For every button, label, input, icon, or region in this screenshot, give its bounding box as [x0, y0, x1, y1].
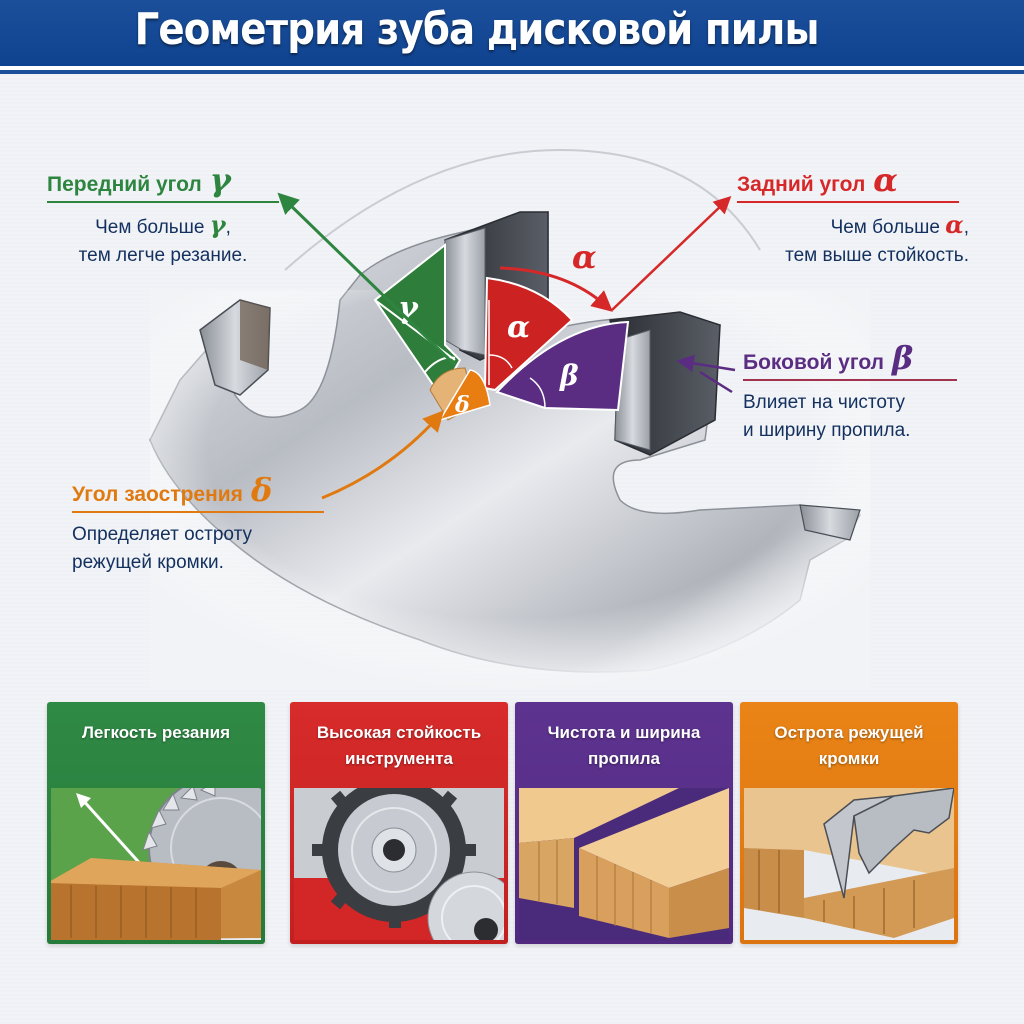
rake-angle-wedge — [373, 242, 462, 397]
card-ease-of-cutting: Легкость резания — [47, 702, 265, 944]
rake-underline — [47, 201, 279, 203]
saw-tooth-diagram: γ α β δ α — [149, 148, 870, 690]
card-tool-durability: Высокая стойкость инструмента — [290, 702, 508, 944]
side-angle-title: Боковой угол — [743, 351, 884, 374]
header-divider-blue — [0, 70, 1024, 74]
card-edge-sharpness: Острота режущей кромки — [740, 702, 958, 944]
card-kerf-quality: Чистота и ширина пропила — [515, 702, 733, 944]
side-underline — [743, 379, 957, 381]
rake-arrow — [277, 192, 457, 367]
gamma-symbol: γ — [209, 161, 231, 199]
beta-symbol: β — [891, 339, 914, 377]
side-arrow — [676, 354, 736, 373]
saw-cutting-wood-illustration — [51, 788, 261, 940]
wedge-angle-description: Определяет остроту режущей кромки. — [72, 524, 252, 573]
clearance-angle-title: Задний угол — [737, 173, 866, 196]
clearance-arc-arrow — [499, 266, 613, 312]
page-title: Геометрия зуба дисковой пилы — [134, 4, 820, 55]
split-board-illustration — [519, 788, 729, 940]
header-divider — [0, 66, 1024, 70]
side-angle-description: Влияет на чистоту и ширину пропила. — [743, 392, 911, 441]
tooth-in-wood-illustration — [744, 788, 954, 940]
gears-illustration — [294, 788, 504, 940]
wedge-underline — [72, 511, 324, 513]
delta-label: δ — [454, 392, 470, 418]
rake-angle-label: Передний угол γ Чем больше γ, тем легче … — [47, 161, 279, 270]
wedge-angle-label: Угол заострения δ Определяет остроту реж… — [72, 471, 324, 577]
beta-label: β — [559, 359, 579, 392]
alpha-label: α — [507, 310, 530, 345]
clearance-arrow — [611, 195, 732, 311]
clearance-underline — [737, 201, 959, 203]
rake-angle-description: Чем больше γ, тем легче резание. — [78, 210, 248, 267]
alpha-arc-label: α — [572, 238, 597, 276]
clearance-angle-label: Задний угол α Чем больше α, тем выше сто… — [737, 161, 969, 270]
alpha-symbol: α — [873, 161, 898, 199]
side-angle-label: Боковой угол β Влияет на чистоту и ширин… — [743, 339, 957, 445]
wedge-angle-marker — [438, 369, 491, 422]
rake-angle-title: Передний угол — [47, 173, 202, 196]
header-banner: Геометрия зуба дисковой пилы — [0, 0, 1024, 66]
gamma-label: γ — [398, 291, 419, 326]
delta-symbol: δ — [250, 471, 273, 509]
wedge-angle-title: Угол заострения — [72, 483, 243, 506]
wedge-arrow — [321, 410, 445, 500]
side-angle-wedge — [495, 320, 630, 412]
clearance-angle-description: Чем больше α, тем выше стойкость. — [785, 210, 969, 267]
